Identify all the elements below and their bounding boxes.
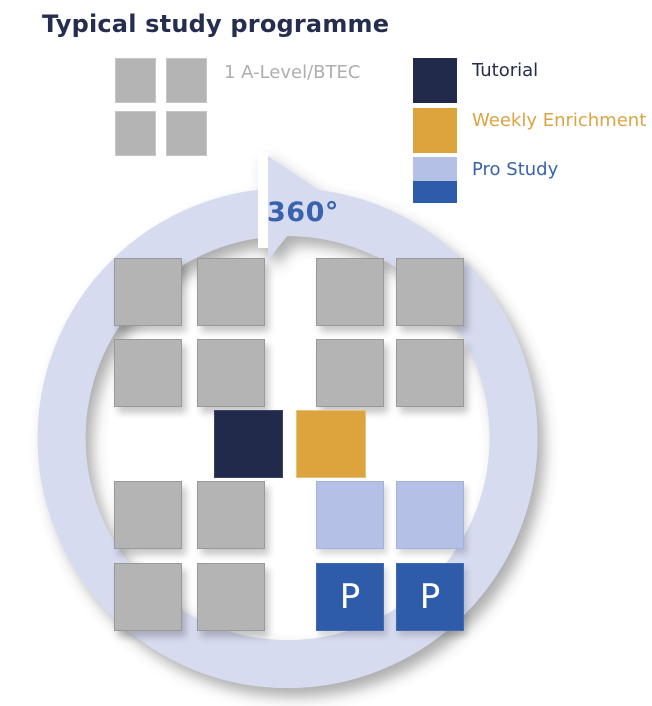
prostudy-legend-label: Pro Study: [472, 159, 559, 180]
grid-square-tutorial: [214, 410, 283, 478]
alevel-legend-squares: [115, 58, 208, 156]
page-title: Typical study programme: [42, 10, 390, 38]
prostudy-swatch-dark-half: [413, 181, 457, 203]
grid-square-prostudy_p: P: [396, 563, 464, 631]
grid-square-alevel: [114, 481, 182, 549]
grid-square-alevel: [114, 563, 182, 631]
alevel-legend-square: [115, 58, 156, 103]
cycle-ring-gap: [258, 152, 268, 248]
pro-study-p-label: P: [419, 577, 441, 617]
grid-square-enrichment: [296, 410, 366, 478]
grid-square-alevel: [396, 258, 464, 326]
grid-square-alevel: [197, 563, 265, 631]
pro-study-p-label: P: [339, 577, 361, 617]
prostudy-swatch: [413, 157, 457, 203]
grid-square-alevel: [396, 339, 464, 407]
tutorial-legend-label: Tutorial: [472, 60, 539, 81]
grid-square-alevel: [114, 258, 182, 326]
enrichment-swatch: [413, 108, 457, 153]
grid-square-alevel: [197, 339, 265, 407]
enrichment-legend-label: Weekly Enrichment: [472, 110, 647, 131]
legend-item-prostudy: Pro Study: [413, 157, 559, 203]
alevel-legend-square: [166, 58, 207, 103]
alevel-legend-label: 1 A-Level/BTEC: [224, 62, 361, 83]
grid-square-alevel: [197, 258, 265, 326]
grid-square-prostudy: [316, 481, 384, 549]
grid-square-alevel: [316, 258, 384, 326]
cycle-degrees-label: 360°: [267, 197, 339, 228]
grid-square-alevel: [114, 339, 182, 407]
legend-item-tutorial: Tutorial: [413, 58, 538, 103]
cycle-arrowhead-icon: [268, 156, 322, 260]
tutorial-swatch: [413, 58, 457, 103]
grid-square-prostudy: [396, 481, 464, 549]
grid-square-prostudy_p: P: [316, 563, 384, 631]
legend-item-enrichment: Weekly Enrichment: [413, 108, 646, 153]
grid-square-alevel: [197, 481, 265, 549]
grid-square-alevel: [316, 339, 384, 407]
alevel-legend-square: [166, 111, 207, 156]
alevel-legend-square: [115, 111, 156, 156]
prostudy-swatch-light-half: [413, 157, 457, 181]
